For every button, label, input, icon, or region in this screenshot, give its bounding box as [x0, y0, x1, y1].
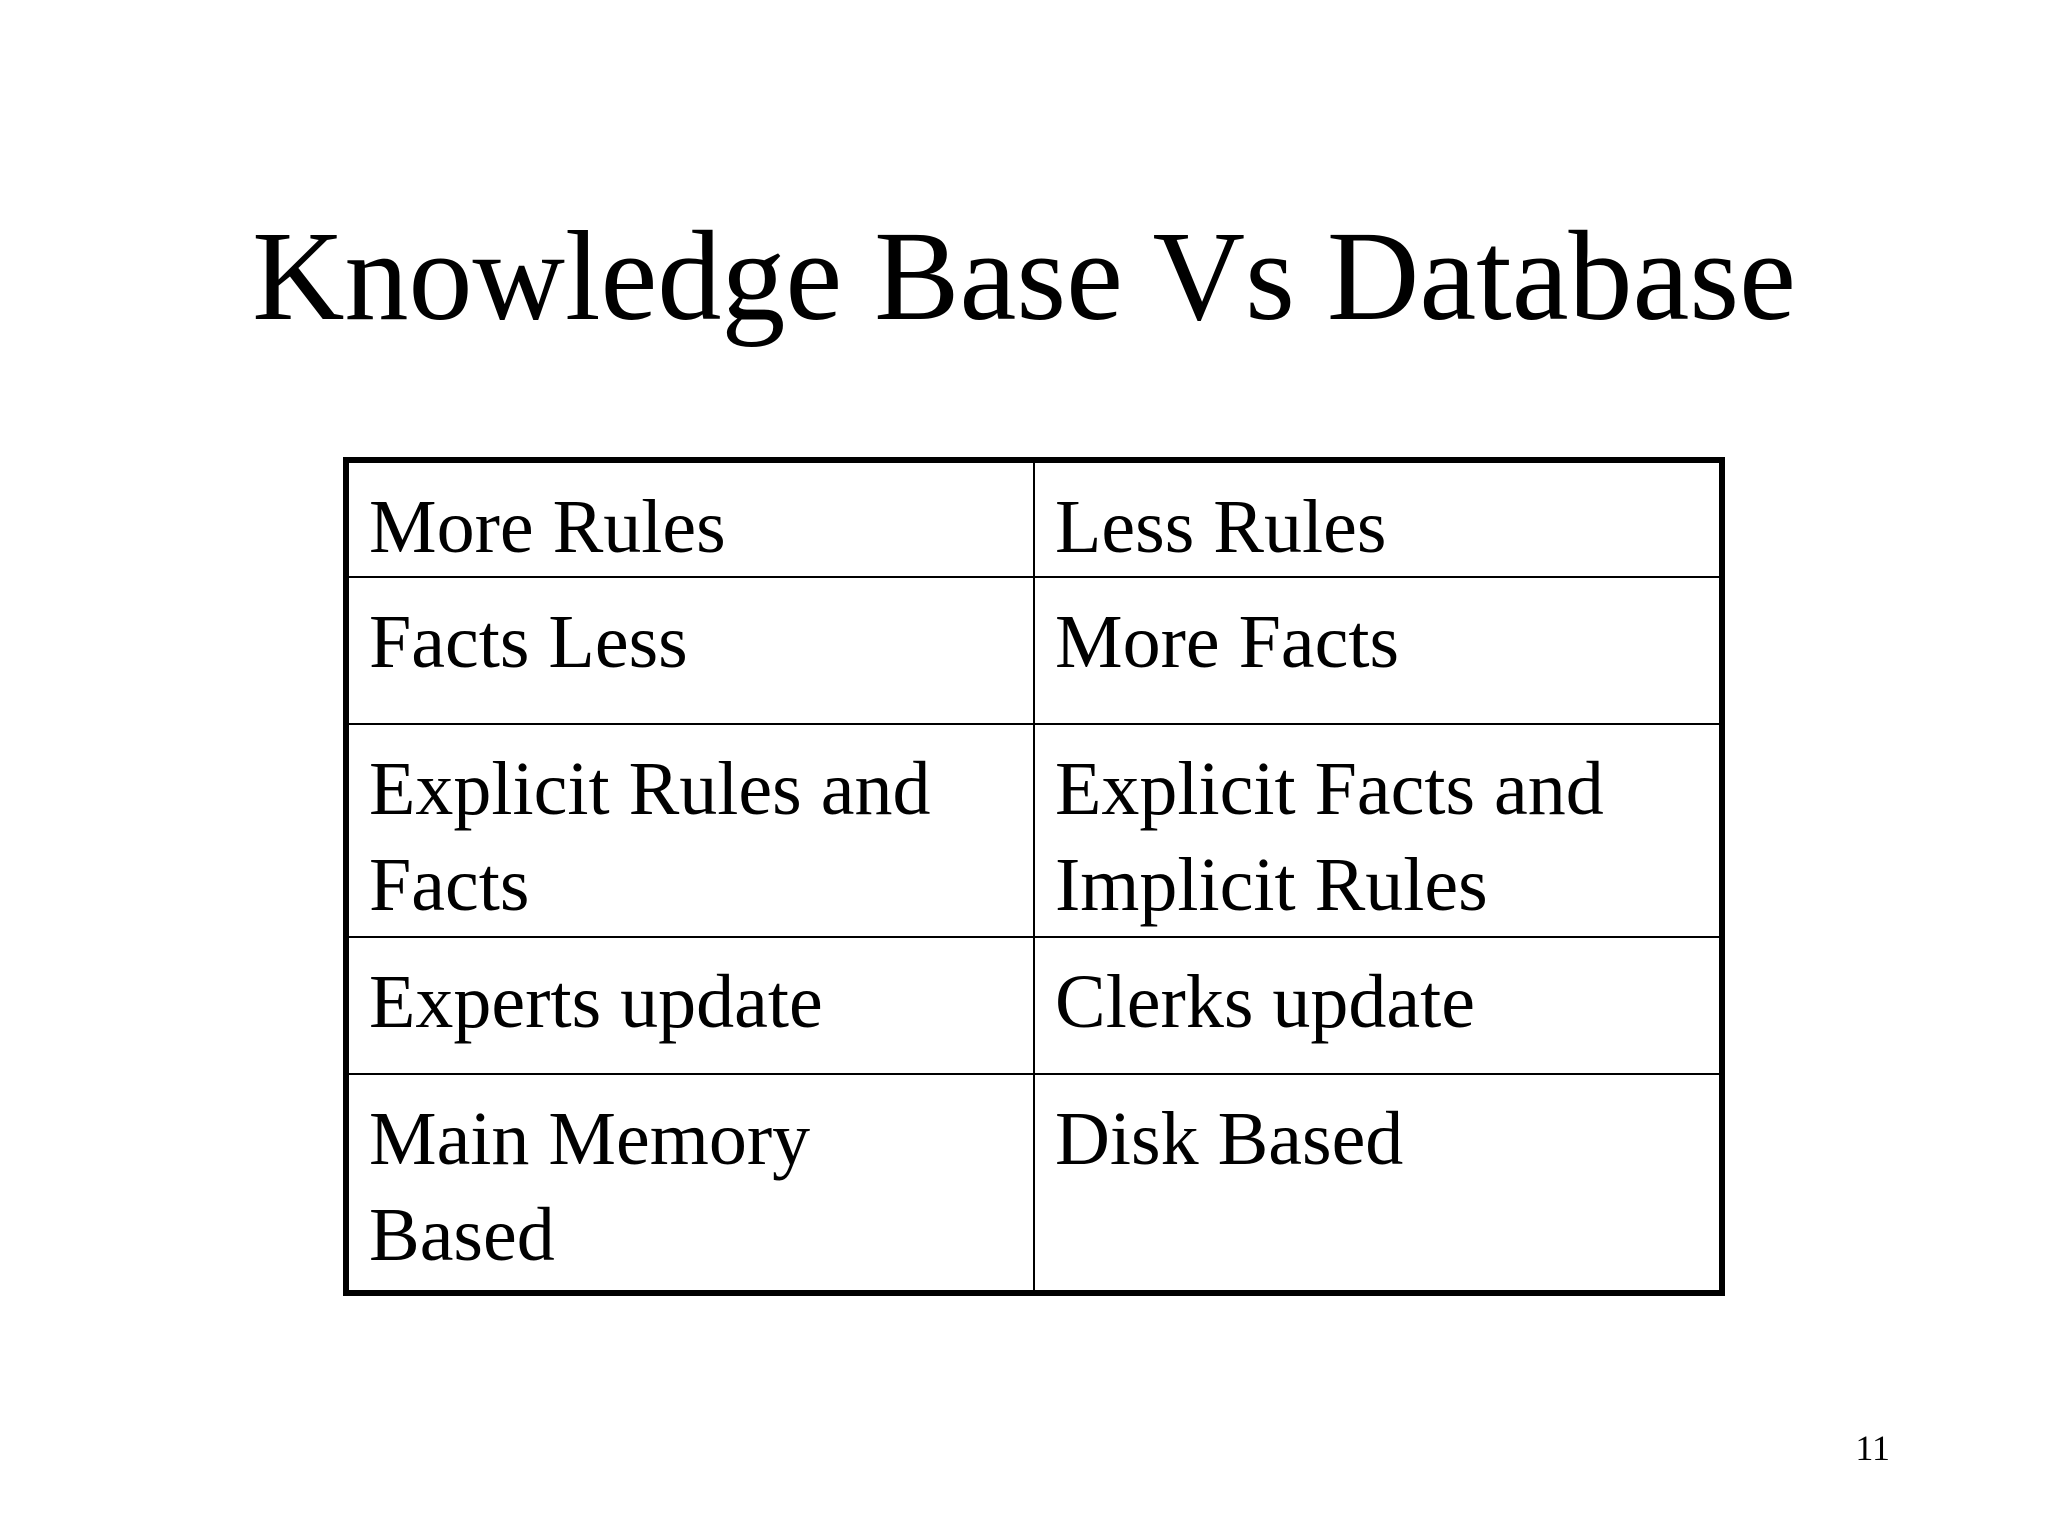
comparison-table: More Rules Less Rules Facts Less More Fa… [343, 457, 1725, 1296]
table-cell: More Rules [345, 459, 1035, 578]
table-row: Explicit Rules and Facts Explicit Facts … [345, 723, 1723, 938]
table-cell: Experts update [345, 936, 1035, 1075]
table-cell: Main Memory Based [345, 1073, 1035, 1294]
slide-number: 11 [1855, 1428, 1890, 1468]
table-row: More Rules Less Rules [345, 459, 1723, 578]
slide-title: Knowledge Base Vs Database [252, 205, 1796, 347]
table-cell: Facts Less [345, 576, 1035, 725]
table-row: Facts Less More Facts [345, 576, 1723, 725]
table-cell: Explicit Facts and Implicit Rules [1033, 723, 1723, 938]
table-cell: Less Rules [1033, 459, 1723, 578]
table-cell: Disk Based [1033, 1073, 1723, 1294]
table-cell: More Facts [1033, 576, 1723, 725]
table-cell: Clerks update [1033, 936, 1723, 1075]
table-row: Main Memory Based Disk Based [345, 1073, 1723, 1294]
table-cell: Explicit Rules and Facts [345, 723, 1035, 938]
table-row: Experts update Clerks update [345, 936, 1723, 1075]
